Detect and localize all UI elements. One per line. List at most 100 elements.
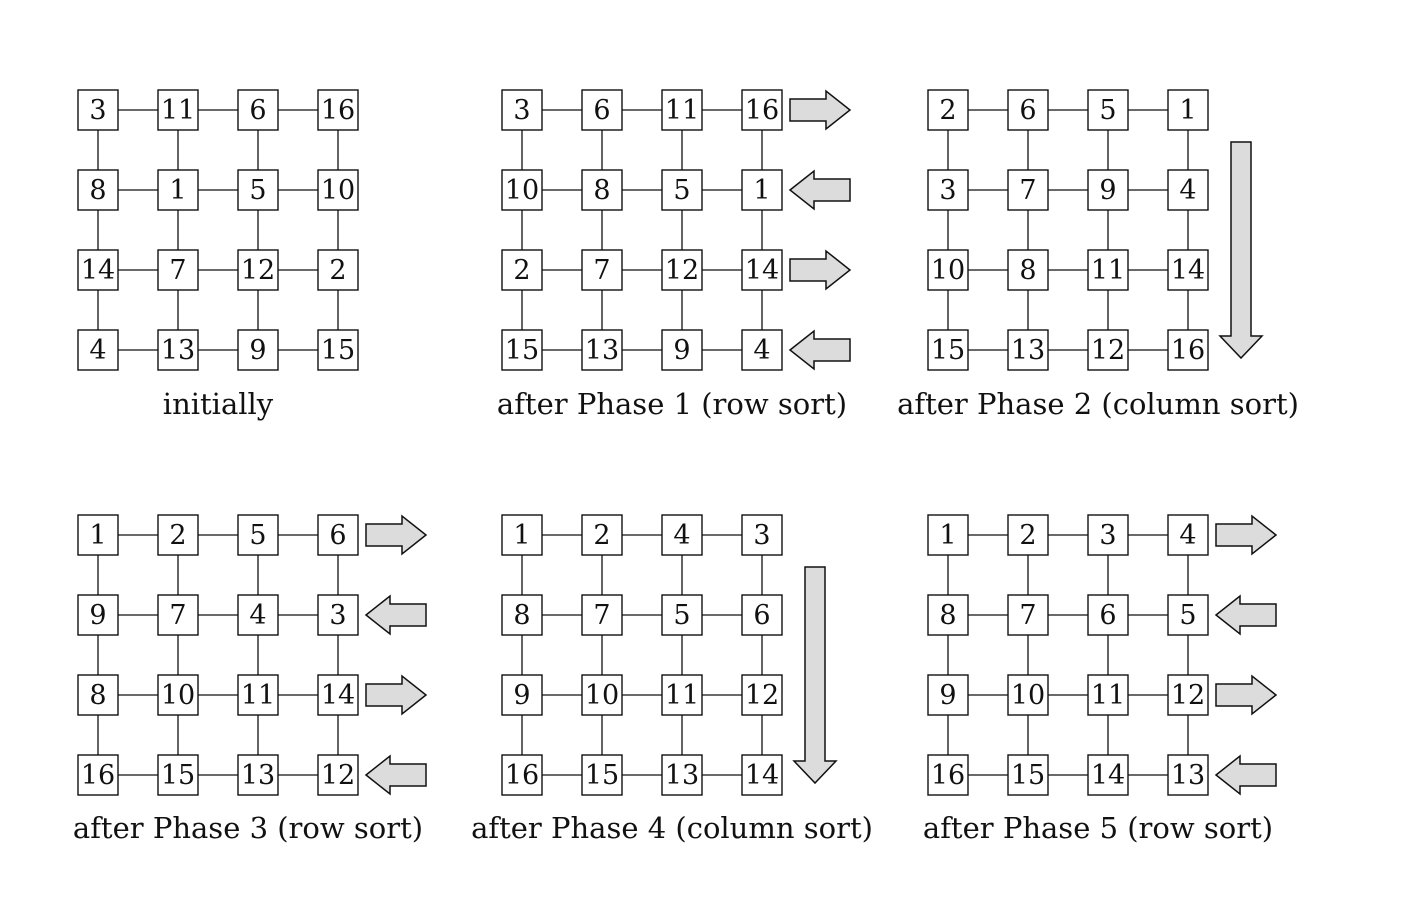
cell-box (927, 754, 969, 796)
left-arrow-icon (364, 754, 427, 796)
mesh-cell: 2 (501, 249, 543, 291)
mesh-cell: 1 (927, 514, 969, 556)
cell-box (1007, 674, 1049, 716)
cell-box (741, 594, 783, 636)
cell-box (581, 674, 623, 716)
cell-value: 6 (249, 95, 266, 126)
cell-value: 10 (585, 680, 619, 711)
mesh-cell: 5 (661, 169, 703, 211)
mesh-cell: 7 (1007, 169, 1049, 211)
left-arrow-icon (788, 329, 851, 371)
mesh-cell: 13 (1007, 329, 1049, 371)
cell-box (157, 674, 199, 716)
cell-value: 4 (1179, 175, 1196, 206)
cell-box (581, 754, 623, 796)
cell-value: 10 (931, 255, 965, 286)
cell-value: 8 (1019, 255, 1036, 286)
cell-value: 14 (1091, 760, 1125, 791)
mesh-cell: 2 (927, 89, 969, 131)
mesh-cell: 9 (1087, 169, 1129, 211)
mesh-cell: 14 (741, 249, 783, 291)
mesh-cell: 4 (661, 514, 703, 556)
cell-box (237, 514, 279, 556)
cell-box (1167, 754, 1209, 796)
mesh-cell: 5 (237, 169, 279, 211)
cell-box (77, 754, 119, 796)
panel-caption: after Phase 3 (row sort) (73, 811, 423, 845)
cell-box (1087, 594, 1129, 636)
cell-box (741, 329, 783, 371)
cell-box (581, 89, 623, 131)
mesh-cell: 5 (661, 594, 703, 636)
cell-value: 2 (1019, 520, 1036, 551)
cell-value: 9 (673, 335, 690, 366)
cell-box (581, 329, 623, 371)
cell-box (927, 514, 969, 556)
cell-box (157, 514, 199, 556)
mesh-cell: 8 (927, 594, 969, 636)
cell-value: 8 (939, 600, 956, 631)
cell-value: 14 (321, 680, 355, 711)
cell-value: 16 (505, 760, 539, 791)
mesh-cell: 13 (157, 329, 199, 371)
mesh-cell: 3 (1087, 514, 1129, 556)
cell-box (501, 594, 543, 636)
cell-value: 2 (169, 520, 186, 551)
cell-box (1167, 674, 1209, 716)
mesh-cell: 10 (157, 674, 199, 716)
cell-value: 11 (241, 680, 275, 711)
cell-value: 13 (241, 760, 275, 791)
mesh-cell: 1 (157, 169, 199, 211)
cell-box (237, 169, 279, 211)
mesh-cell: 6 (1007, 89, 1049, 131)
mesh-cell: 8 (501, 594, 543, 636)
left-arrow-icon (1214, 594, 1277, 636)
cell-box (157, 169, 199, 211)
cell-value: 3 (753, 520, 770, 551)
cell-value: 5 (673, 600, 690, 631)
mesh-cell: 4 (1167, 514, 1209, 556)
cell-value: 15 (931, 335, 965, 366)
mesh-cell: 13 (237, 754, 279, 796)
cell-box (1007, 169, 1049, 211)
mesh-cell: 4 (741, 329, 783, 371)
mesh-cell: 6 (741, 594, 783, 636)
cell-box (1087, 674, 1129, 716)
cell-value: 6 (329, 520, 346, 551)
cell-value: 16 (81, 760, 115, 791)
down-arrow-icon (792, 566, 838, 785)
cell-box (1087, 329, 1129, 371)
mesh-cell: 15 (927, 329, 969, 371)
left-arrow-icon (788, 169, 851, 211)
cell-value: 3 (1099, 520, 1116, 551)
cell-value: 1 (169, 175, 186, 206)
cell-value: 1 (89, 520, 106, 551)
cell-value: 4 (673, 520, 690, 551)
cell-box (1167, 169, 1209, 211)
cell-value: 6 (753, 600, 770, 631)
mesh-cell: 14 (77, 249, 119, 291)
cell-value: 14 (81, 255, 115, 286)
cell-value: 1 (1179, 95, 1196, 126)
mesh-cell: 12 (317, 754, 359, 796)
cell-box (317, 514, 359, 556)
cell-box (581, 249, 623, 291)
cell-box (661, 249, 703, 291)
cell-value: 6 (593, 95, 610, 126)
cell-box (741, 754, 783, 796)
left-arrow-icon (1214, 754, 1277, 796)
mesh-cell: 12 (741, 674, 783, 716)
cell-value: 15 (1011, 760, 1045, 791)
cell-box (317, 89, 359, 131)
mesh-cell: 9 (661, 329, 703, 371)
cell-box (927, 594, 969, 636)
cell-value: 5 (1179, 600, 1196, 631)
cell-box (501, 329, 543, 371)
mesh-cell: 16 (1167, 329, 1209, 371)
cell-box (1007, 249, 1049, 291)
cell-value: 13 (161, 335, 195, 366)
cell-box (661, 674, 703, 716)
